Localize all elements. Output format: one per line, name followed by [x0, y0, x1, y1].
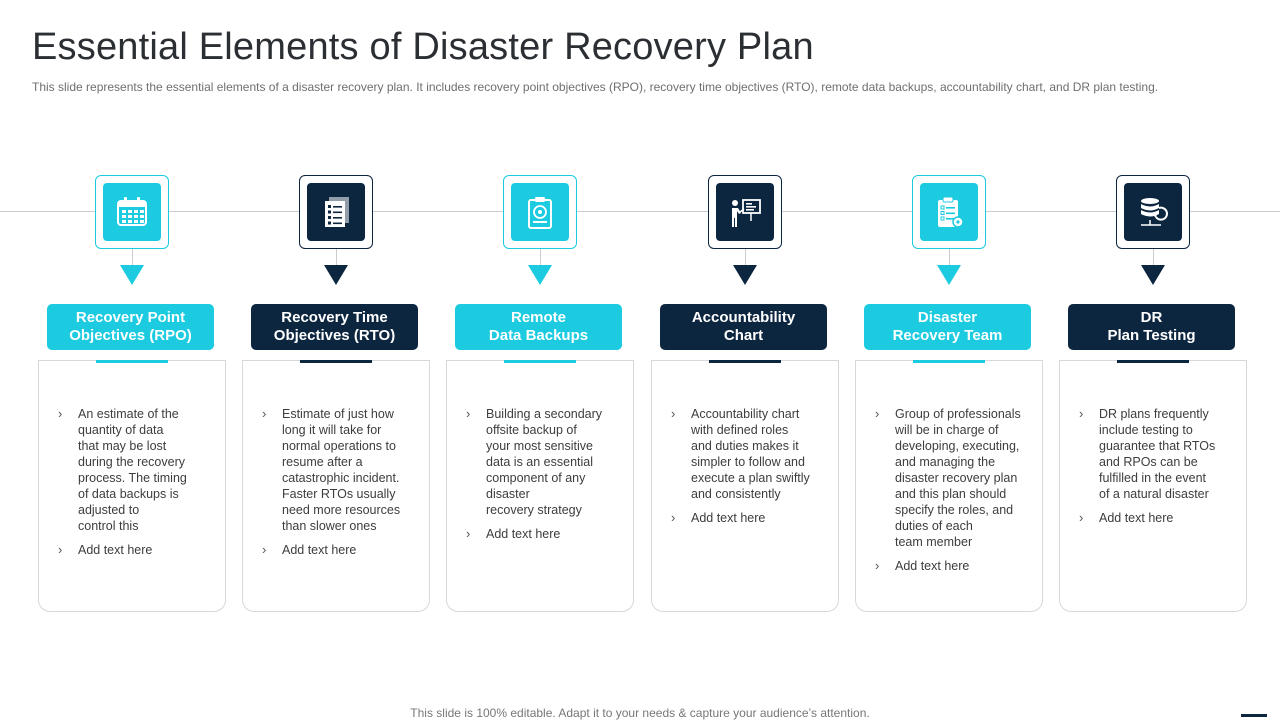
chevron-right-icon: ›	[262, 542, 267, 557]
element-card	[651, 366, 839, 612]
page-title: Essential Elements of Disaster Recovery …	[32, 26, 814, 68]
footer-note: This slide is 100% editable. Adapt it to…	[410, 706, 870, 720]
bullet-item: › DR plans frequently include testing to …	[1079, 406, 1243, 502]
down-arrow-icon	[528, 265, 552, 285]
connector-line	[949, 249, 950, 265]
connector-line	[336, 249, 337, 265]
bullet-item: › Add text here	[262, 542, 426, 558]
bullet-text: Group of professionals will be in charge…	[895, 407, 1021, 549]
bullet-item: › Add text here	[58, 542, 222, 558]
connector-line	[745, 249, 746, 265]
element-card	[855, 366, 1043, 612]
chevron-right-icon: ›	[58, 406, 63, 421]
down-arrow-icon	[120, 265, 144, 285]
bullet-item: › An estimate of the quantity of data tha…	[58, 406, 222, 534]
chevron-right-icon: ›	[671, 406, 676, 421]
element-card	[446, 366, 634, 612]
element-column-recovery-point-objectives-rpo: Recovery Point Objectives (RPO) › An estim…	[38, 0, 226, 720]
bullet-text: Add text here	[895, 559, 970, 573]
bullet-text: Accountability chart with defined roles …	[691, 407, 810, 501]
down-arrow-icon	[324, 265, 348, 285]
heading-underline	[1117, 360, 1189, 363]
down-arrow-icon	[733, 265, 757, 285]
heading-underline	[504, 360, 576, 363]
bullet-item: › Add text here	[671, 510, 835, 526]
bullet-list: › Accountability chart with defined roles…	[671, 406, 835, 534]
timeline-line	[0, 211, 1280, 212]
bullet-text: An estimate of the quantity of data that…	[78, 407, 187, 533]
element-card	[1059, 366, 1247, 612]
clipboard-backup-icon	[511, 183, 569, 241]
bullet-item: › Add text here	[1079, 510, 1243, 526]
chevron-right-icon: ›	[671, 510, 676, 525]
element-column-dr-plan-testing: DR Plan Testing › DR plans frequently incl…	[1059, 0, 1247, 720]
heading-underline	[709, 360, 781, 363]
page-subtitle: This slide represents the essential elem…	[32, 80, 1159, 94]
element-heading: Recovery Point Objectives (RPO)	[47, 304, 214, 350]
bullet-item: › Building a secondary offsite backup of …	[466, 406, 630, 518]
bullet-text: Add text here	[691, 511, 766, 525]
heading-underline	[913, 360, 985, 363]
icon-frame	[912, 175, 986, 249]
bullet-text: Estimate of just how long it will take f…	[282, 407, 401, 533]
icon-frame	[299, 175, 373, 249]
icon-frame	[708, 175, 782, 249]
heading-underline	[300, 360, 372, 363]
chevron-right-icon: ›	[262, 406, 267, 421]
bullet-item: › Add text here	[875, 558, 1039, 574]
element-heading: Remote Data Backups	[455, 304, 622, 350]
chevron-right-icon: ›	[1079, 510, 1084, 525]
bullet-item: › Group of professionals will be in charg…	[875, 406, 1039, 550]
element-column-recovery-time-objectives-rto: Recovery Time Objectives (RTO) › Estimate …	[242, 0, 430, 720]
icon-frame	[1116, 175, 1190, 249]
bullet-list: › Group of professionals will be in charg…	[875, 406, 1039, 582]
down-arrow-icon	[1141, 265, 1165, 285]
element-heading: DR Plan Testing	[1068, 304, 1235, 350]
chevron-right-icon: ›	[875, 558, 880, 573]
clipboard-gear-icon	[920, 183, 978, 241]
bullet-item: › Add text here	[466, 526, 630, 542]
connector-line	[540, 249, 541, 265]
icon-frame	[95, 175, 169, 249]
bullet-text: Add text here	[486, 527, 561, 541]
connector-line	[132, 249, 133, 265]
element-column-remote-data-backups: Remote Data Backups › Building a secondary…	[446, 0, 634, 720]
element-card	[38, 366, 226, 612]
presenter-chart-icon	[716, 183, 774, 241]
element-card	[242, 366, 430, 612]
document-checklist-icon	[307, 183, 365, 241]
bullet-item: › Accountability chart with defined roles…	[671, 406, 835, 502]
connector-line	[1153, 249, 1154, 265]
down-arrow-icon	[937, 265, 961, 285]
chevron-right-icon: ›	[466, 526, 471, 541]
bullet-text: DR plans frequently include testing to g…	[1099, 407, 1216, 501]
bullet-list: › DR plans frequently include testing to …	[1079, 406, 1243, 534]
database-restore-icon	[1124, 183, 1182, 241]
chevron-right-icon: ›	[875, 406, 880, 421]
heading-underline	[96, 360, 168, 363]
icon-frame	[503, 175, 577, 249]
bullet-text: Building a secondary offsite backup of y…	[486, 407, 603, 517]
bullet-item: › Estimate of just how long it will take …	[262, 406, 426, 534]
bullet-list: › Estimate of just how long it will take …	[262, 406, 426, 566]
element-heading: Recovery Time Objectives (RTO)	[251, 304, 418, 350]
bullet-list: › An estimate of the quantity of data tha…	[58, 406, 222, 566]
element-column-disaster-recovery-team: Disaster Recovery Team › Group of professi…	[855, 0, 1043, 720]
calendar-icon	[103, 183, 161, 241]
corner-accent	[1241, 714, 1267, 717]
bullet-list: › Building a secondary offsite backup of …	[466, 406, 630, 550]
element-heading: Accountability Chart	[660, 304, 827, 350]
bullet-text: Add text here	[282, 543, 357, 557]
chevron-right-icon: ›	[1079, 406, 1084, 421]
bullet-text: Add text here	[78, 543, 153, 557]
element-heading: Disaster Recovery Team	[864, 304, 1031, 350]
element-column-accountability-chart: Accountability Chart › Accountability char…	[651, 0, 839, 720]
bullet-text: Add text here	[1099, 511, 1174, 525]
chevron-right-icon: ›	[466, 406, 471, 421]
chevron-right-icon: ›	[58, 542, 63, 557]
